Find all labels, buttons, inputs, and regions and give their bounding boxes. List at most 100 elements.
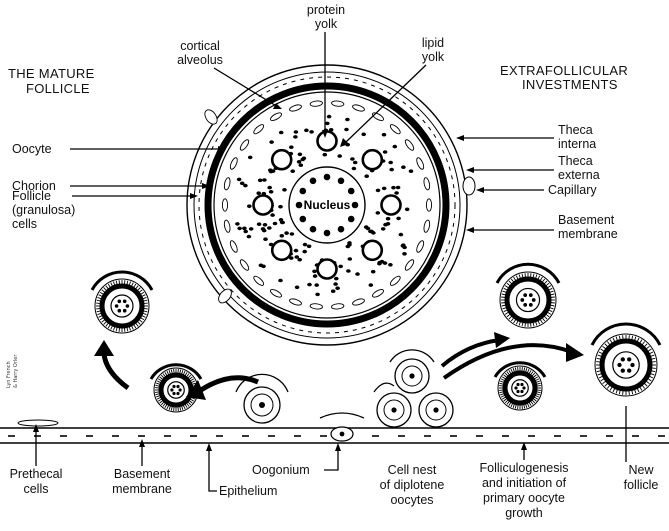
follicle-nucleus bbox=[512, 380, 529, 397]
yolk-granule bbox=[240, 182, 245, 186]
heading-extrafollicular-line2: INVESTMENTS bbox=[522, 77, 618, 92]
label-new-follicle-line2: follicle bbox=[624, 478, 659, 492]
lipid-droplet bbox=[363, 150, 382, 169]
lipid-droplet bbox=[318, 260, 337, 279]
heading-mature-follicle-line1: THE MATURE bbox=[8, 66, 95, 81]
yolk-granule bbox=[289, 145, 294, 149]
development-arrowhead-2 bbox=[94, 340, 114, 356]
yolk-granule bbox=[409, 169, 414, 173]
yolk-granule bbox=[290, 169, 295, 173]
yolk-granule bbox=[295, 286, 300, 290]
label-cortical-alveolus-line1: cortical bbox=[180, 39, 220, 53]
follicle-primary bbox=[495, 363, 545, 410]
nucleolus bbox=[300, 216, 307, 223]
yolk-granule bbox=[262, 178, 267, 182]
follicle-nucleolus bbox=[123, 300, 127, 304]
yolk-granule bbox=[388, 161, 393, 165]
yolk-granule bbox=[334, 277, 339, 281]
yolk-granule bbox=[368, 230, 373, 234]
illustrator-credit-line2: & Harry Orler bbox=[13, 354, 19, 388]
yolk-granule bbox=[402, 252, 407, 256]
follicle-nucleolus bbox=[126, 304, 130, 308]
yolk-granule bbox=[393, 145, 398, 149]
follicle-nucleolus bbox=[172, 392, 175, 395]
follicle-nucleolus bbox=[172, 385, 175, 388]
label-folliculogenesis-line2: and initiation of bbox=[482, 476, 567, 490]
label-follicle-cells-line3: cells bbox=[12, 217, 37, 231]
yolk-granule bbox=[278, 205, 283, 209]
yolk-granule bbox=[377, 261, 382, 265]
yolk-granule bbox=[383, 223, 388, 227]
yolk-granule bbox=[325, 122, 330, 126]
label-theca-externa-line1: Theca bbox=[558, 154, 593, 168]
yolk-granule bbox=[298, 153, 303, 157]
yolk-granule bbox=[293, 135, 298, 139]
yolk-granule bbox=[247, 235, 252, 239]
development-arrow-1 bbox=[198, 378, 258, 392]
yolk-granule bbox=[399, 233, 404, 237]
yolk-granule bbox=[256, 191, 261, 195]
label-theca-externa-line2: externa bbox=[558, 168, 600, 182]
yolk-granule bbox=[346, 269, 351, 273]
lipid-droplet bbox=[254, 196, 273, 215]
label-lipid-yolk-line1: lipid bbox=[422, 36, 444, 50]
label-theca-interna-line1: Theca bbox=[558, 123, 593, 137]
follicle-nucleolus bbox=[118, 309, 122, 313]
follicle-new bbox=[592, 324, 660, 396]
label-folliculogenesis-line4: growth bbox=[505, 506, 543, 520]
label-new-follicle-line1: New bbox=[628, 463, 654, 477]
yolk-granule bbox=[235, 222, 240, 226]
label-follicle-cells-line1: Follicle bbox=[12, 189, 51, 203]
arrowhead-oogonium bbox=[335, 443, 341, 451]
label-prethecal-line2: cells bbox=[23, 482, 48, 496]
nucleolus bbox=[338, 226, 345, 233]
lipid-droplet bbox=[272, 241, 291, 260]
diplotene-oocyte-top bbox=[390, 350, 434, 393]
yolk-granule bbox=[307, 245, 312, 249]
yolk-granule bbox=[280, 234, 285, 238]
follicle-nucleus bbox=[516, 288, 539, 311]
heading-extrafollicular-line1: EXTRAFOLLICULAR bbox=[500, 63, 628, 78]
yolk-granule bbox=[269, 190, 274, 194]
nucleolus bbox=[310, 226, 317, 233]
follicle-nucleolus bbox=[176, 392, 179, 395]
label-cell-nest-line2: of diplotene bbox=[380, 478, 445, 492]
yolk-granule bbox=[389, 168, 394, 172]
yolk-granule bbox=[280, 221, 285, 225]
yolk-granule bbox=[361, 133, 366, 137]
follicle-nucleus bbox=[613, 352, 639, 378]
yolk-granule bbox=[261, 265, 266, 269]
yolk-granule bbox=[267, 226, 272, 230]
follicle-upper-right bbox=[497, 264, 559, 328]
yolk-granule bbox=[279, 131, 284, 135]
nucleolus bbox=[348, 216, 355, 223]
label-oogonium: Oogonium bbox=[252, 463, 310, 477]
yolk-granule bbox=[294, 130, 299, 134]
yolk-granule bbox=[294, 249, 299, 253]
yolk-granule bbox=[278, 279, 283, 283]
yolk-granule bbox=[237, 178, 242, 182]
label-protein-yolk-line2: yolk bbox=[315, 17, 338, 31]
nucleolus bbox=[324, 230, 331, 237]
yolk-granule bbox=[282, 188, 287, 192]
yolk-granule bbox=[382, 133, 387, 137]
follicle-nucleolus bbox=[520, 298, 524, 302]
lipid-droplet bbox=[382, 196, 401, 215]
cortical-alveolus bbox=[426, 199, 431, 211]
yolk-granule bbox=[303, 243, 308, 247]
yolk-granule bbox=[248, 156, 253, 160]
yolk-granule bbox=[312, 270, 317, 274]
yolk-granule bbox=[309, 130, 314, 134]
oogonium-cap bbox=[320, 413, 364, 418]
label-cell-nest-line3: oocytes bbox=[390, 493, 433, 507]
follicle-nucleolus bbox=[627, 357, 631, 361]
yolk-granule bbox=[299, 163, 304, 167]
follicle-nucleolus bbox=[170, 388, 173, 391]
lipid-droplet bbox=[318, 132, 337, 151]
yolk-granule bbox=[344, 128, 349, 132]
follicle-nucleolus bbox=[617, 363, 621, 367]
yolk-granule bbox=[337, 154, 342, 158]
yolk-granule bbox=[335, 286, 340, 290]
